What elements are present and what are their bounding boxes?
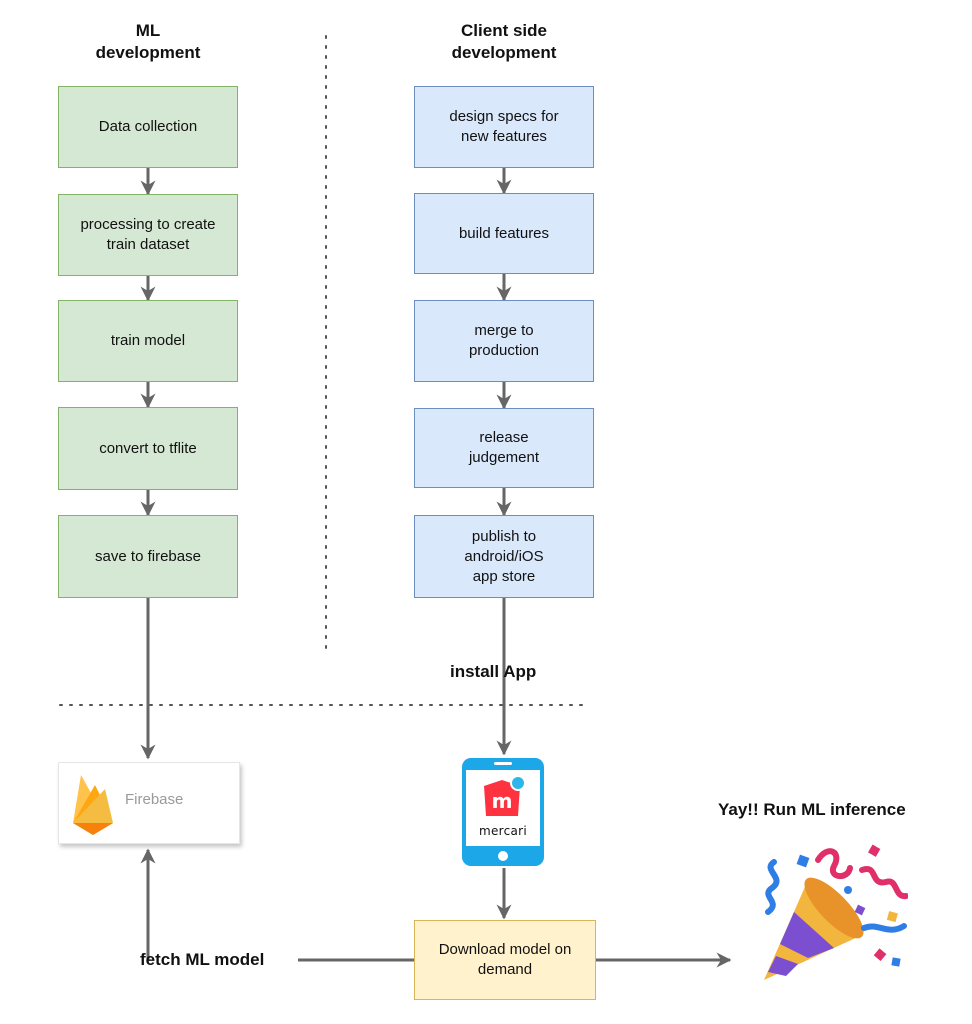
ml-step-data-collection: Data collection <box>58 86 238 168</box>
ml-step-save-firebase: save to firebase <box>58 515 238 598</box>
mercari-logo-icon: m <box>484 775 526 816</box>
client-step-build-features: build features <box>414 193 594 274</box>
client-arrows <box>496 168 732 968</box>
phone-mercari-app: m mercari <box>462 758 544 866</box>
svg-text:m: m <box>492 789 513 813</box>
party-popper-icon <box>764 844 908 980</box>
firebase-card: Firebase <box>58 762 240 844</box>
firebase-label: Firebase <box>125 791 184 808</box>
firebase-flame-icon <box>73 775 113 835</box>
client-development-heading: Client side development <box>451 21 557 62</box>
install-app-label: install App <box>450 662 537 681</box>
ml-development-heading: ML development <box>95 21 201 62</box>
fetch-model-label: fetch ML model <box>140 950 265 969</box>
mercari-app-name: mercari <box>478 824 528 838</box>
ml-step-convert-tflite: convert to tflite <box>58 407 238 490</box>
yay-label: Yay!! Run ML inference <box>718 800 906 819</box>
ml-step-train-model: train model <box>58 300 238 382</box>
phone-icon: m <box>462 758 544 866</box>
